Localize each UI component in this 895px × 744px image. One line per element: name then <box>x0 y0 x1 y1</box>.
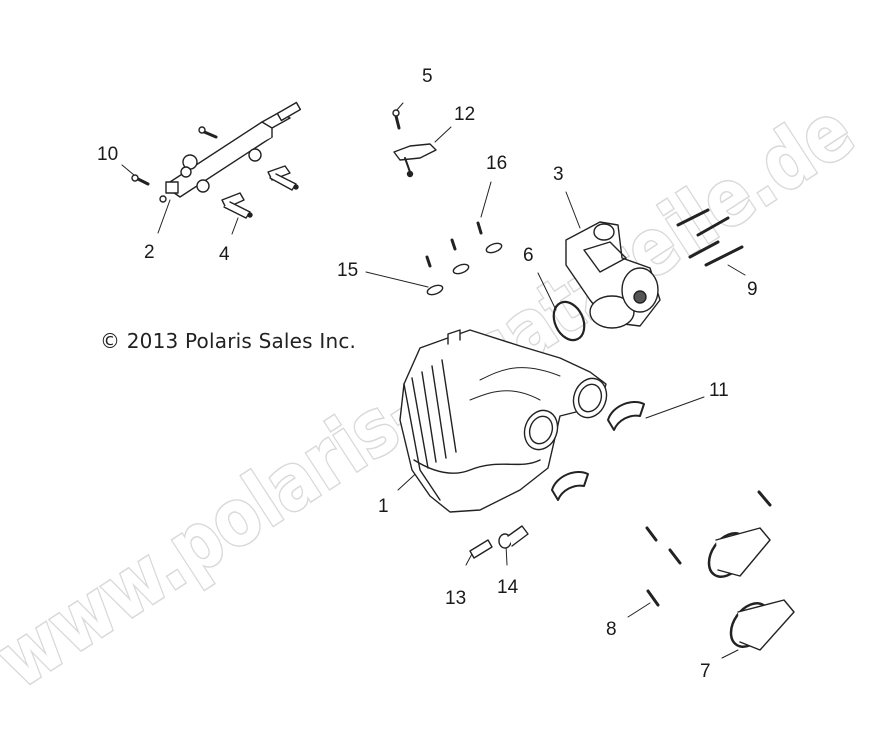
callout-6: 6 <box>523 245 534 266</box>
callout-15: 15 <box>337 260 359 281</box>
leader-11 <box>645 396 705 419</box>
callout-13: 13 <box>445 588 467 609</box>
long-bolts <box>676 208 744 267</box>
callout-3: 3 <box>553 164 564 185</box>
leader-12 <box>434 126 452 143</box>
callout-2: 2 <box>144 242 155 263</box>
leader-15 <box>365 271 429 288</box>
callout-4: 4 <box>219 244 230 265</box>
leader-16 <box>480 181 492 218</box>
leader-4 <box>231 217 239 235</box>
copyright-notice: © 2013 Polaris Sales Inc. <box>100 329 357 353</box>
throttle-body <box>565 221 661 329</box>
leader-2 <box>157 199 171 234</box>
bolt-10 <box>121 164 150 186</box>
hose-clamp-upper <box>607 401 645 431</box>
callout-12: 12 <box>454 104 476 125</box>
fuel-injector-left <box>221 192 253 219</box>
hose-clamp-lower <box>551 471 589 501</box>
fuel-injector-right <box>267 165 299 191</box>
leader-3 <box>565 191 581 229</box>
bolts-8 <box>645 490 772 607</box>
screw-5 <box>392 109 401 130</box>
intake-flange-lower <box>729 599 795 651</box>
screws-and-washers <box>425 221 503 296</box>
callout-10: 10 <box>97 144 119 165</box>
bolt-rail-top <box>198 126 218 139</box>
leader-9 <box>727 264 746 276</box>
intake-manifold <box>399 329 608 513</box>
callout-5: 5 <box>422 66 433 87</box>
leader-8 <box>627 602 651 618</box>
dowel-pin <box>469 539 493 559</box>
intake-flange-upper <box>707 527 771 578</box>
callout-7: 7 <box>700 661 711 682</box>
callout-9: 9 <box>747 279 758 300</box>
callout-16: 16 <box>486 153 508 174</box>
callout-1: 1 <box>378 496 389 517</box>
o-ring <box>552 300 586 342</box>
bushing <box>498 525 529 549</box>
callout-14: 14 <box>497 577 519 598</box>
fuel-rail <box>159 101 302 203</box>
callout-8: 8 <box>606 619 617 640</box>
callout-11: 11 <box>709 380 729 401</box>
leader-7 <box>721 649 739 659</box>
leader-6 <box>537 272 557 311</box>
map-sensor <box>393 143 437 178</box>
